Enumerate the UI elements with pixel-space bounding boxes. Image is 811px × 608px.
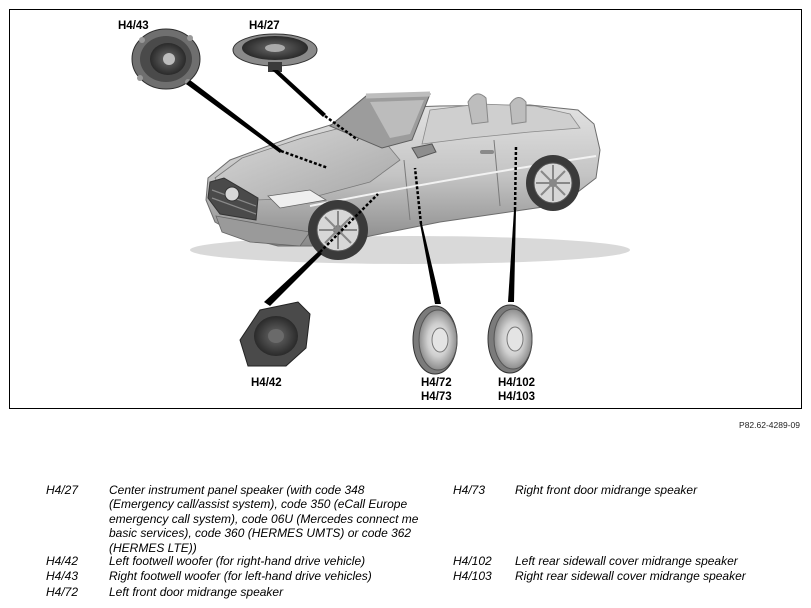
front-wheel [308,200,368,260]
speaker-h4-42-image [239,301,311,367]
legend-code: H4/27 [46,483,79,497]
callout-h4-27: H4/27 [249,20,280,32]
legend-description: Left rear sidewall cover midrange speake… [515,554,738,568]
callout-h4-103: H4/103 [498,391,536,403]
speaker-layout-illustration [131,28,630,375]
figure-reference-code: P82.62-4289-09 [739,420,800,430]
legend-code: H4/73 [453,483,486,497]
legend-description: Right footwell woofer (for left-hand dri… [109,569,372,583]
rear-wheel [526,155,580,211]
speaker-h4-102-103-image [487,304,533,374]
legend-code: H4/103 [453,569,492,583]
callout-h4-43: H4/43 [118,20,149,32]
legend-description: Right front door midrange speaker [515,483,698,497]
legend-description: Right rear sidewall cover midrange speak… [515,569,746,583]
diagram-frame: H4/43 H4/27 H4/42 H4/72 H4/73 H4/102 H4/… [9,9,802,409]
callout-h4-102: H4/102 [498,377,536,389]
speaker-h4-43-image [131,28,201,90]
legend-description: Center instrument panel speaker (with co… [109,483,419,555]
legend-description: Left front door midrange speaker [109,585,284,599]
legend-description: Left footwell woofer (for right-hand dri… [109,554,366,568]
legend-code: H4/102 [453,554,492,568]
leader-lines [186,70,518,306]
callout-h4-42: H4/42 [251,377,282,389]
legend-code: H4/42 [46,554,79,568]
callout-h4-72: H4/72 [421,377,452,389]
callout-h4-73: H4/73 [421,391,452,403]
legend-code: H4/72 [46,585,79,599]
cabriolet-car [190,91,630,264]
speaker-h4-27-image [232,33,318,72]
legend-code: H4/43 [46,569,79,583]
speaker-h4-72-73-image [412,305,458,375]
